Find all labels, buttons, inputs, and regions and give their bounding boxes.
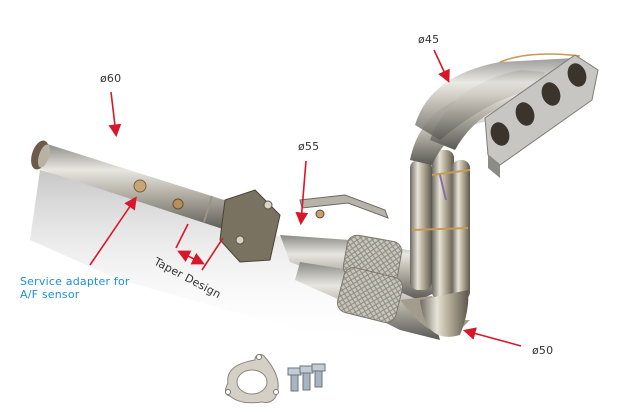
flange (219, 189, 389, 263)
header-bends (410, 53, 581, 165)
taper-extent-line-left (175, 223, 189, 249)
front-pipe (31, 140, 240, 232)
arrow-taper-span (177, 250, 205, 265)
bolts (287, 363, 326, 392)
taper-extent-line-right (201, 237, 224, 271)
service-adapter-label-line2: A/F sensor (20, 288, 80, 301)
header-primaries (410, 150, 471, 337)
service-adapter-label-line1: Service adapter for (20, 275, 130, 288)
diameter-label-45: ø45 (418, 33, 440, 46)
diameter-label-55: ø55 (298, 140, 320, 153)
gasket (224, 353, 279, 404)
head-flange (484, 54, 599, 178)
service-adapter-label: Service adapter for A/F sensor (20, 275, 130, 301)
diameter-label-60: ø60 (100, 72, 122, 85)
arrow-service-adapter (89, 196, 137, 266)
arrow-d60 (108, 91, 122, 138)
arrow-d45 (433, 49, 450, 83)
arrow-d55 (295, 160, 309, 226)
dimension-arrows (89, 49, 522, 347)
arrow-d50 (462, 327, 522, 347)
y-pipe (280, 234, 470, 340)
diameter-label-50: ø50 (532, 344, 554, 357)
